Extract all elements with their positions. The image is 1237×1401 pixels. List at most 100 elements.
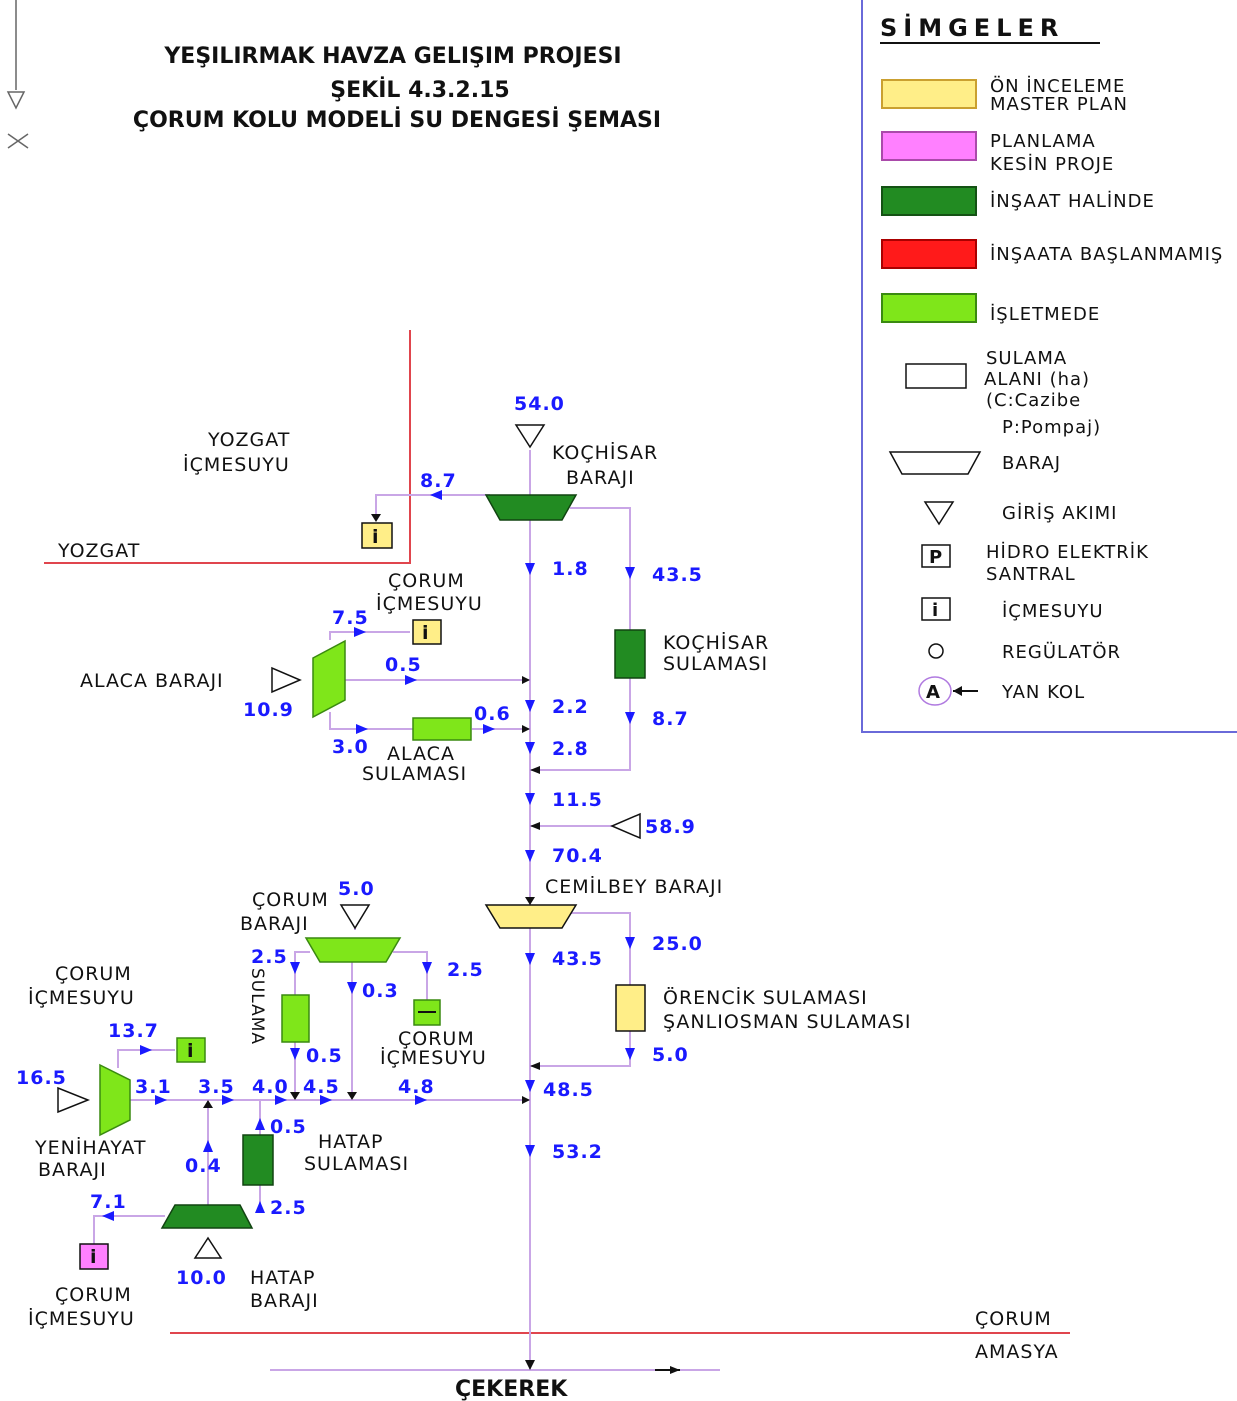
alaca-inflow-icon	[271, 666, 302, 694]
region-amasya: AMASYA	[975, 1341, 1059, 1363]
hatap-baraji-label-1: HATAP	[250, 1267, 315, 1289]
flow-cemilbey-out: 43.5	[552, 948, 603, 970]
legend-item-9-l2: SANTRAL	[986, 564, 1076, 585]
legend-item-6-l4: P:Pompaj)	[1002, 417, 1101, 438]
yozgat-icme-label-2: İÇMESUYU	[183, 453, 290, 476]
flow-alaca-irrigation: 3.0	[332, 736, 369, 758]
flow-side-inflow: 58.9	[645, 816, 696, 838]
legend-drinking-symbol	[921, 597, 951, 621]
alaca-dam	[312, 639, 346, 719]
legend-item-12: YAN KOL	[1001, 682, 1085, 703]
corum-icme-b-label-2: İÇMESUYU	[28, 986, 135, 1009]
orencik-label-2: ŞANLIOSMAN SULAMASI	[663, 1011, 912, 1033]
flow-orencik-return: 5.0	[652, 1044, 689, 1066]
flow-yenihayat-inflow: 16.5	[16, 1067, 67, 1089]
legend-item-5: İŞLETMEDE	[990, 304, 1100, 325]
legend-swatch-pink	[881, 131, 977, 161]
svg-text:i: i	[422, 622, 430, 644]
legend-item-7: BARAJ	[1002, 453, 1061, 474]
orencik-label-1: ÖRENCİK SULAMASI	[663, 986, 868, 1009]
flow-main-d: 70.4	[552, 845, 603, 867]
flow-yozgat-supply: 8.7	[420, 470, 457, 492]
flow-corum-sulama: 2.5	[251, 946, 288, 968]
alaca-sulamasi-label-2: SULAMASI	[362, 763, 467, 785]
structure-labels: YOZGAT İÇMESUYU KOÇHİSAR BARAJI ÇORUM İÇ…	[28, 429, 912, 1401]
yozgat-drinking-water-icon	[361, 522, 393, 549]
title-line-1: YEŞILIRMAK HAVZA GELIŞIM PROJESI	[163, 44, 621, 69]
cemilbey-dam	[484, 904, 578, 929]
title-line-2: ŞEKİL 4.3.2.15	[330, 77, 509, 103]
kochisar-sulamasi-label-2: SULAMASI	[663, 653, 768, 675]
region-yozgat: YOZGAT	[57, 540, 140, 562]
flow-main-a: 2.2	[552, 696, 589, 718]
flow-alaca-drinking: 7.5	[332, 607, 369, 629]
legend-inflow-symbol	[923, 501, 955, 526]
legend-item-2-l1: PLANLAMA	[990, 131, 1096, 152]
flow-trib-a: 3.5	[198, 1076, 235, 1098]
flow-trib-b: 4.0	[252, 1076, 289, 1098]
corum-dam	[304, 937, 402, 963]
corum-icme-b-label-1: ÇORUM	[55, 963, 132, 985]
legend-irrigation-area-symbol	[905, 363, 967, 389]
yenihayat-label-2: BARAJI	[38, 1159, 107, 1181]
flow-yenihayat-out: 3.1	[135, 1076, 172, 1098]
hatap-irrigation-block	[242, 1134, 274, 1186]
legend-hydro-symbol	[921, 544, 951, 568]
region-corum: ÇORUM	[975, 1308, 1052, 1330]
legend-item-6-l2: ALANI (ha)	[984, 369, 1090, 390]
flow-hatap-release: 0.4	[185, 1155, 222, 1177]
flow-corum-sulama-return: 0.5	[306, 1045, 343, 1067]
cekerek-label: ÇEKEREK	[455, 1377, 568, 1401]
sulama-vertical-label: SULAMA	[247, 968, 267, 1045]
legend-item-9-l1: HİDRO ELEKTRİK	[986, 542, 1149, 563]
junction-markers	[203, 514, 680, 1374]
yenihayat-drinking-water-icon	[176, 1037, 206, 1063]
legend-item-1-l2: MASTER PLAN	[990, 94, 1128, 115]
flow-corum-drinking: 2.5	[447, 959, 484, 981]
boundaries	[44, 330, 1070, 1334]
legend-item-6-l1: SULAMA	[986, 348, 1067, 369]
corum-icme-a-label-1: ÇORUM	[388, 570, 465, 592]
legend-item-8: GİRİŞ AKIMI	[1002, 503, 1117, 524]
flow-main-e: 48.5	[543, 1079, 594, 1101]
hatap-drinking-water-icon	[79, 1243, 109, 1270]
legend-swatch-red	[881, 239, 977, 269]
flow-values: 54.0 8.7 1.8 43.5 8.7 7.5 0.5 10.9 3.0 0…	[16, 393, 703, 1289]
corum-icme-c-label-1: ÇORUM	[398, 1028, 475, 1050]
flow-main-below-kochisar: 1.8	[552, 558, 589, 580]
yenihayat-label-1: YENİHAYAT	[34, 1136, 147, 1159]
flow-corum-release: 0.3	[362, 980, 399, 1002]
flow-main-f: 53.2	[552, 1141, 603, 1163]
alaca-drinking-water-icon	[412, 619, 442, 645]
legend-swatch-light-green	[881, 293, 977, 323]
flow-kochisar-return: 8.7	[652, 708, 689, 730]
legend-tributary-letter: A	[926, 682, 941, 703]
kochisar-irrigation-block	[614, 629, 646, 679]
legend-regulator-symbol	[928, 643, 944, 659]
flow-trib-d: 4.8	[398, 1076, 435, 1098]
legend-tributary-symbol	[918, 676, 952, 706]
corum-baraji-label-2: BARAJI	[240, 913, 309, 935]
legend-dam-symbol	[888, 451, 982, 475]
legend-swatch-yellow	[881, 79, 977, 109]
legend-title: SİMGELER	[880, 13, 1064, 42]
hatap-sulamasi-label-1: HATAP	[318, 1131, 383, 1153]
kochisar-sulamasi-label-1: KOÇHİSAR	[663, 631, 769, 654]
cemilbey-baraji-label: CEMİLBEY BARAJI	[545, 875, 723, 898]
hatap-baraji-label-2: BARAJI	[250, 1290, 319, 1312]
yenihayat-dam	[99, 1063, 131, 1137]
kochisar-inflow-icon	[514, 424, 546, 449]
alaca-irrigation-block	[412, 717, 472, 741]
corum-icme-d-label-1: ÇORUM	[55, 1284, 132, 1306]
flow-arrows	[102, 490, 635, 1221]
flow-orencik-irrigation: 25.0	[652, 933, 703, 955]
title-line-3: ÇORUM KOLU MODELİ SU DENGESİ ŞEMASI	[133, 107, 661, 133]
legend-swatch-dark-green	[881, 186, 977, 216]
svg-text:i: i	[90, 1246, 98, 1268]
hatap-dam	[160, 1204, 254, 1229]
flow-main-b: 2.8	[552, 738, 589, 760]
corum-baraji-label-1: ÇORUM	[252, 889, 329, 911]
legend-item-3: İNŞAAT HALİNDE	[990, 191, 1155, 212]
corum-sulama-block	[281, 994, 310, 1043]
kochisar-baraji-label-2: BARAJI	[566, 467, 635, 489]
